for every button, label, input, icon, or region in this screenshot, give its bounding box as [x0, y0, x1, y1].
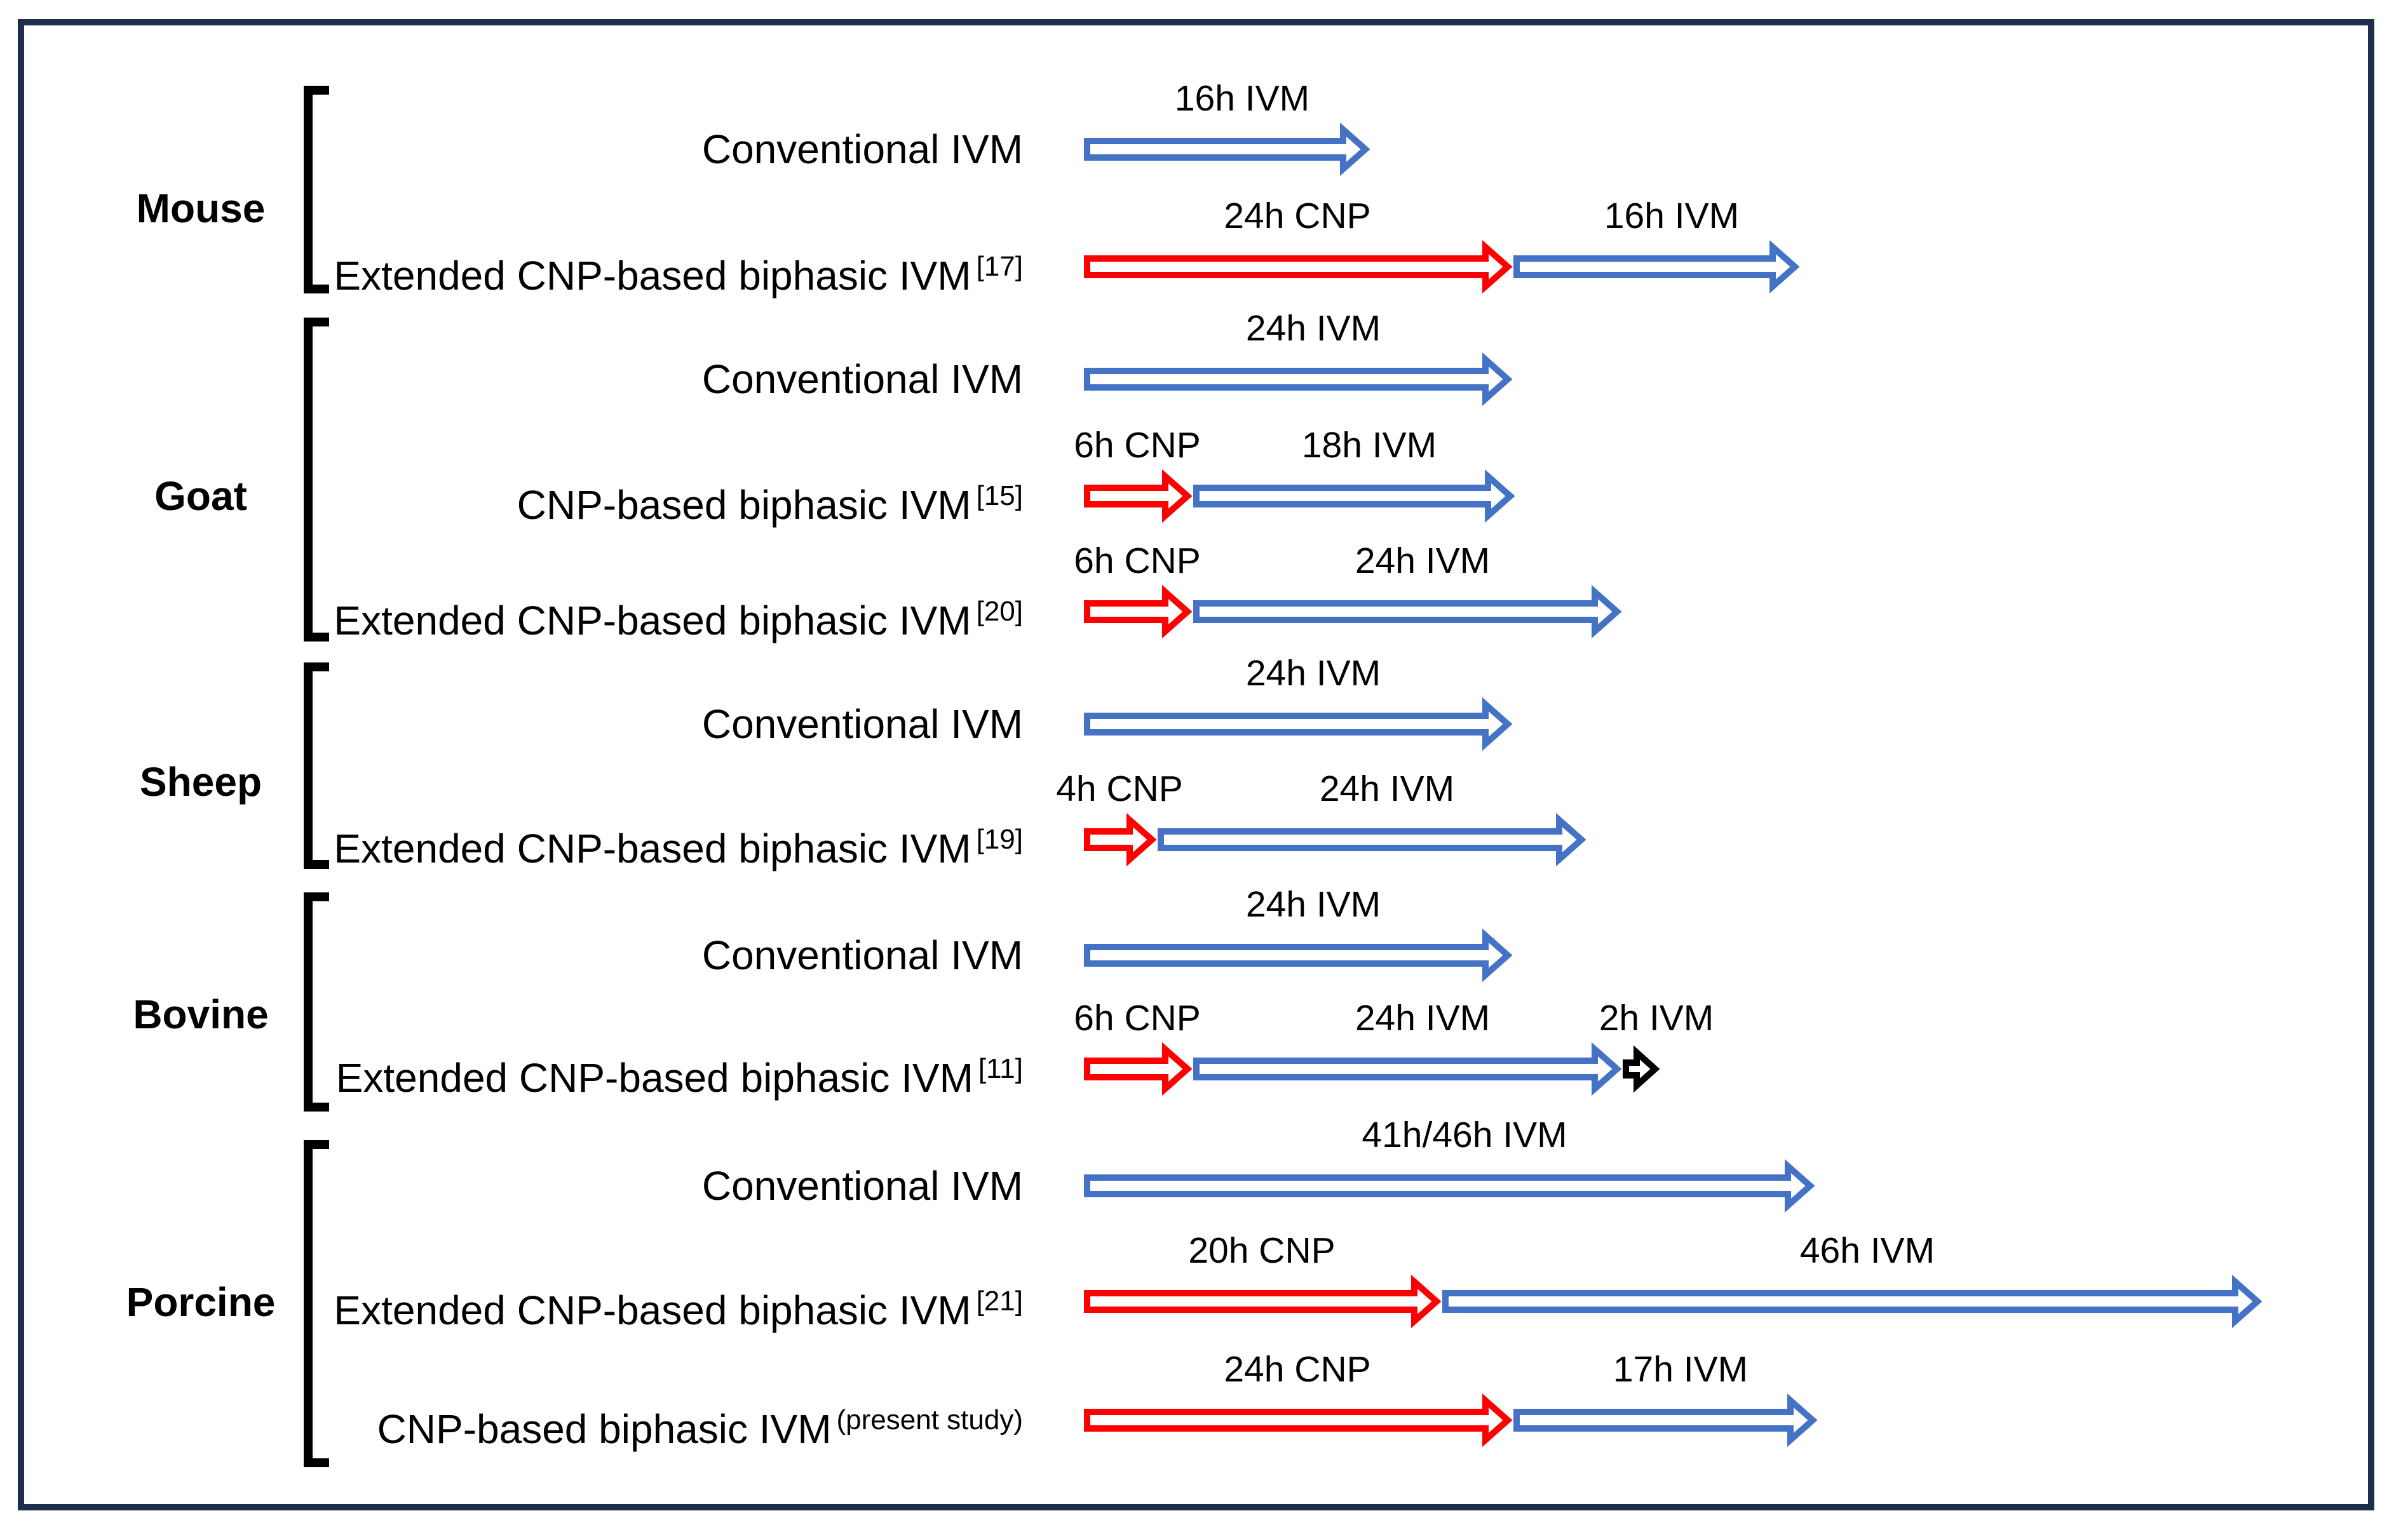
group-bracket — [304, 1140, 329, 1467]
duration-label: 6h CNP — [1074, 425, 1201, 466]
ivm-phase-arrow — [1084, 928, 1513, 983]
reference-superscript: [19] — [976, 824, 1023, 855]
cnp-phase-arrow — [1084, 1274, 1442, 1329]
duration-label: 4h CNP — [1056, 769, 1183, 809]
protocol-label: CNP-based biphasic IVM[15] — [0, 468, 1023, 533]
species-label: Sheep — [139, 759, 262, 805]
duration-label: 24h IVM — [1245, 653, 1381, 694]
ivm-phase-arrow — [1513, 1393, 1818, 1448]
cnp-phase-arrow — [1084, 1393, 1513, 1448]
figure-border — [18, 19, 2374, 1510]
cnp-phase-arrow — [1084, 469, 1193, 523]
duration-label: 46h IVM — [1799, 1230, 1935, 1271]
ivm-phase-arrow — [1084, 1159, 1815, 1213]
protocol-label: Extended CNP-based biphasic IVM[20] — [0, 584, 1023, 648]
duration-label: 24h IVM — [1245, 308, 1381, 349]
species-label: Bovine — [133, 991, 269, 1037]
protocol-label-text: Extended CNP-based biphasic IVM — [335, 1055, 973, 1101]
duration-label: 16h IVM — [1174, 78, 1310, 119]
protocol-label-text: Extended CNP-based biphasic IVM — [334, 598, 971, 643]
reference-superscript: [15] — [976, 480, 1023, 511]
protocol-label: CNP-based biphasic IVM(present study) — [0, 1392, 1023, 1457]
cnp-phase-arrow — [1084, 812, 1157, 867]
protocol-label-text: Conventional IVM — [701, 356, 1023, 402]
reference-superscript: (present study) — [836, 1404, 1023, 1435]
protocol-label-text: CNP-based biphasic IVM — [377, 1406, 832, 1452]
ivm-phase-arrow — [1442, 1274, 2263, 1329]
protocol-label-text: CNP-based biphasic IVM — [517, 482, 971, 528]
protocol-label: Extended CNP-based biphasic IVM[21] — [0, 1273, 1023, 1338]
duration-label: 18h IVM — [1301, 425, 1437, 466]
extra-ivm-phase-arrow — [1623, 1045, 1660, 1093]
protocol-label-text: Extended CNP-based biphasic IVM — [334, 826, 971, 871]
protocol-label: Conventional IVM — [0, 1158, 1023, 1214]
protocol-label-text: Extended CNP-based biphasic IVM — [334, 1287, 971, 1333]
duration-label: 24h IVM — [1355, 998, 1491, 1038]
duration-label: 24h IVM — [1245, 884, 1381, 925]
ivm-phase-arrow — [1084, 697, 1513, 751]
group-bracket — [304, 662, 329, 869]
protocol-label: Extended CNP-based biphasic IVM[19] — [0, 812, 1023, 877]
duration-label: 6h CNP — [1074, 541, 1201, 581]
protocol-label: Conventional IVM — [0, 696, 1023, 752]
duration-label: 17h IVM — [1613, 1349, 1749, 1390]
group-bracket — [304, 892, 329, 1112]
ivm-phase-arrow — [1193, 584, 1622, 639]
cnp-phase-arrow — [1084, 239, 1513, 294]
duration-label: 24h IVM — [1355, 541, 1491, 581]
protocol-label-text: Conventional IVM — [701, 1163, 1023, 1209]
ivm-phase-arrow — [1084, 352, 1513, 407]
cnp-phase-arrow — [1084, 1042, 1193, 1096]
protocol-label: Extended CNP-based biphasic IVM[17] — [0, 239, 1023, 304]
protocol-label-text: Conventional IVM — [701, 932, 1023, 978]
protocol-label-text: Extended CNP-based biphasic IVM — [334, 253, 971, 299]
duration-label: 20h CNP — [1188, 1230, 1336, 1271]
duration-label: 24h CNP — [1224, 196, 1371, 236]
reference-superscript: [11] — [978, 1053, 1023, 1084]
reference-superscript: [17] — [976, 251, 1023, 282]
group-bracket — [304, 86, 329, 293]
protocol-label: Conventional IVM — [0, 927, 1023, 983]
duration-label: 2h IVM — [1599, 998, 1714, 1038]
species-label: Mouse — [136, 185, 266, 231]
protocol-label: Conventional IVM — [0, 351, 1023, 407]
duration-label: 24h IVM — [1319, 769, 1455, 809]
ivm-phase-arrow — [1193, 1042, 1622, 1096]
protocol-label-text: Conventional IVM — [701, 126, 1023, 172]
protocol-label: Conventional IVM — [0, 121, 1023, 177]
duration-label: 41h/46h IVM — [1362, 1115, 1567, 1155]
ivm-phase-arrow — [1158, 812, 1586, 867]
group-bracket — [304, 318, 329, 642]
species-label: Goat — [154, 473, 247, 519]
ivm-phase-arrow — [1513, 239, 1800, 294]
reference-superscript: [20] — [976, 596, 1023, 627]
duration-label: 24h CNP — [1224, 1349, 1371, 1390]
reference-superscript: [21] — [976, 1286, 1023, 1317]
protocol-label-text: Conventional IVM — [701, 701, 1023, 747]
duration-label: 16h IVM — [1604, 196, 1740, 236]
ivm-phase-arrow — [1084, 122, 1370, 177]
protocol-label: Extended CNP-based biphasic IVM[11] — [0, 1041, 1023, 1106]
cnp-phase-arrow — [1084, 584, 1193, 639]
duration-label: 6h CNP — [1074, 998, 1201, 1038]
species-label: Porcine — [126, 1279, 276, 1325]
ivm-phase-arrow — [1193, 469, 1515, 523]
